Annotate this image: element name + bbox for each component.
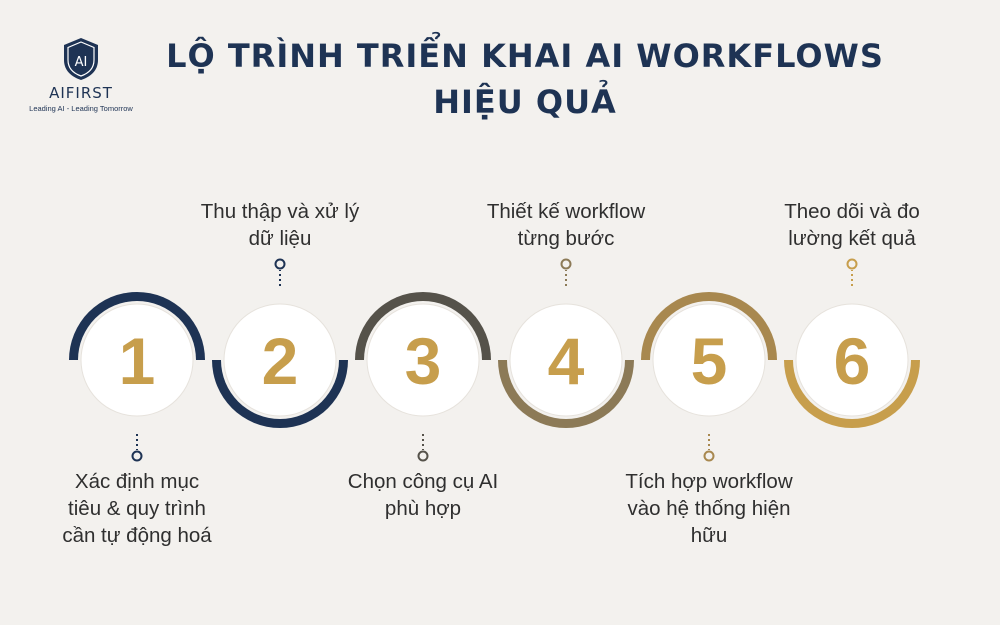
title-line-1: LỘ TRÌNH TRIỂN KHAI AI WORKFLOWS [166,37,884,75]
step-number: 1 [119,324,156,398]
step-label-2: Thu thập và xử lý dữ liệu [175,198,385,252]
brand-logo: AI AIFIRST Leading AI - Leading Tomorrow [22,36,140,113]
step-label-6: Theo dõi và đo lường kết quả [747,198,957,252]
step-connector-dot [846,258,858,270]
step-connector-dot [703,450,715,462]
brand-tagline: Leading AI - Leading Tomorrow [29,104,133,113]
step-label-line: Thu thập và xử lý [200,200,360,223]
step-label-line: vào hệ thống hiện [627,497,791,520]
page-title: LỘ TRÌNH TRIỂN KHAI AI WORKFLOWS HIỆU QU… [150,33,900,125]
brand-name: AIFIRST [49,84,113,102]
step-number: 6 [834,324,871,398]
step-number: 4 [548,324,585,398]
step-circle [652,303,766,417]
step-label-line: dữ liệu [248,227,312,250]
logo-badge-text: AI [75,55,88,70]
step-circle [223,303,337,417]
step-circle [366,303,480,417]
step-label-line: Tích hợp workflow [625,470,793,493]
step-label-1: Xác định mục tiêu & quy trình cần tự động … [32,468,242,549]
step-connector-dot [131,450,143,462]
step-3: 3 [355,292,491,462]
step-number: 2 [262,324,299,398]
title-line-2: HIỆU QUẢ [433,83,617,121]
step-number: 3 [405,324,442,398]
step-connector-dot [417,450,429,462]
step-label-line: phù hợp [384,497,462,520]
step-label-line: hữu [690,524,728,547]
step-circle [795,303,909,417]
step-label-line: lường kết quả [788,227,916,250]
step-label-line: Xác định mục [74,470,200,493]
step-label-3: Chọn công cụ AI phù hợp [318,468,528,522]
step-5: 5 [641,292,777,462]
step-circle [80,303,194,417]
step-label-4: Thiết kế workflow từng bước [461,198,671,252]
step-6: 6 [784,258,920,428]
shield-icon: AI [64,38,98,80]
step-label-line: Theo dõi và đo [784,200,920,223]
step-2: 2 [212,258,348,428]
step-label-line: Thiết kế workflow [486,200,646,223]
step-connector-dot [274,258,286,270]
step-label-line: cần tự động hoá [62,524,212,547]
step-circle [509,303,623,417]
step-connector-dot [560,258,572,270]
step-label-line: Chọn công cụ AI [347,470,499,493]
step-label-5: Tích hợp workflow vào hệ thống hiện hữu [604,468,814,549]
step-label-line: tiêu & quy trình [68,497,206,520]
step-1: 1 [69,292,205,462]
step-label-line: từng bước [517,227,615,250]
step-number: 5 [691,324,728,398]
step-4: 4 [498,258,634,428]
